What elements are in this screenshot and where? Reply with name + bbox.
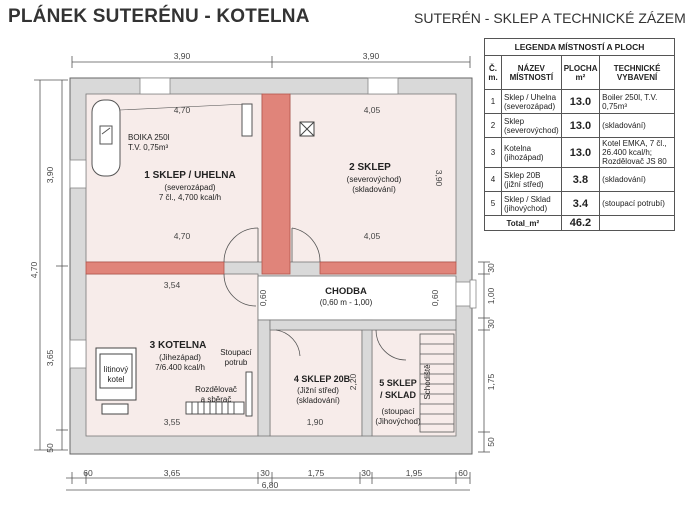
corridor-floor: [257, 275, 457, 321]
corridor-sub: (0,60 m - 1,00): [320, 298, 373, 307]
plan-title: PLÁNEK SUTERÉNU - KOTELNA: [8, 6, 310, 27]
dim-right-30: 30: [486, 263, 496, 273]
dim-b-195: 1,95: [406, 468, 423, 478]
room-5-name2: / SKLAD: [380, 390, 417, 400]
room-2-sub1: (severovýchod): [347, 175, 402, 184]
dim-top-right: 3,90: [363, 51, 380, 61]
stairs-label: Schodiště: [423, 364, 432, 400]
kotel-label-2: kotel: [108, 375, 125, 384]
room-5-floor: [371, 329, 457, 437]
dim-r4-bottom: 1,90: [307, 417, 324, 427]
legend-row: 3 Kotelna (jihozápad) 13.0 Kotel EMKA, 7…: [484, 137, 675, 168]
kotel-label-1: litinový: [104, 365, 128, 374]
legend-header-num: Č. m.: [484, 55, 502, 90]
distributor-label-1: Rozdělovač: [195, 385, 237, 394]
legend-caption: LEGENDA MÍSTNOSTÍ A PLOCH: [484, 38, 675, 56]
partition-walls: [257, 319, 457, 437]
dim-b-60b: 60: [458, 468, 468, 478]
bearing-walls: [85, 93, 457, 275]
legend-total-label: Total_m²: [484, 215, 562, 231]
dim-r2-height: 3,90: [434, 170, 444, 187]
room-5-sub1: (stoupací: [382, 407, 416, 416]
dim-corr-gap-right: 0,60: [430, 289, 440, 306]
dim-right-175: 1,75: [486, 373, 496, 390]
room-1-name: 1 SKLEP / UHELNA: [144, 170, 236, 181]
room-3-sub2: 7/6.400 kcal/h: [155, 363, 205, 372]
legend-header-equipment: TECHNICKÉ VYBAVENÍ: [599, 55, 675, 90]
dim-r1-bottom: 4,70: [174, 231, 191, 241]
dim-r2-bottom: 4,05: [364, 231, 381, 241]
legend-row: 4 Sklep 20B (jižní střed) 3.8 (skladován…: [484, 167, 675, 192]
boiler-icon: [91, 99, 253, 177]
dim-corridor: 3,54: [164, 280, 181, 290]
legend-total-row: Total_m² 46.2: [484, 215, 675, 231]
dim-r2-top: 4,05: [364, 105, 381, 115]
room-4-sub1: (Jižní střed): [297, 386, 339, 395]
room-4-name: 4 SKLEP 20B: [294, 374, 351, 384]
dim-r3-bottom: 3,55: [164, 417, 181, 427]
dim-left-upper: 3,90: [45, 166, 55, 183]
dim-b-30b: 30: [361, 468, 371, 478]
dim-b-60: 60: [83, 468, 93, 478]
legend-row: 5 Sklep / Sklad (jihovýchod) 3.4 (stoupa…: [484, 191, 675, 216]
plan-subtitle: SUTERÉN - SKLEP A TECHNICKÉ ZÁZEMÍ: [414, 10, 686, 26]
dim-b-total: 6,80: [262, 480, 279, 490]
room-1-sub2: 7 čl., 4,700 kcal/h: [159, 193, 221, 202]
room-3-name: 3 KOTELNA: [150, 340, 207, 351]
legend-row: 2 Sklep (severovýchod) 13.0 (skladování): [484, 113, 675, 138]
room-2-floor: [289, 93, 457, 263]
distributor-label-2: a sběrač: [201, 395, 232, 404]
legend-header-name: NÁZEV MÍSTNOSTÍ: [501, 55, 562, 90]
legend-row: 1 Sklep / Uhelna (severozápad) 13.0 Boil…: [484, 89, 675, 114]
room-3-sub1: (Jihezápad): [159, 353, 201, 362]
room-2-name: 2 SKLEP: [349, 162, 391, 173]
riser-label-1: Stoupací: [220, 348, 252, 357]
dim-r4-height: 2,20: [348, 373, 358, 390]
legend-table: LEGENDA MÍSTNOSTÍ A PLOCH Č. m. NÁZEV MÍ…: [484, 38, 675, 231]
dim-b-30: 30: [260, 468, 270, 478]
room-1-sub1: (severozápad): [164, 183, 215, 192]
windows: [69, 77, 477, 369]
legend-header-area: PLOCHA m²: [560, 55, 601, 90]
room-2-sub2: (skladování): [352, 185, 396, 194]
riser-label-2: potrub: [225, 358, 248, 367]
dim-left-total: 4,70: [29, 261, 39, 278]
legend-total-value: 46.2: [560, 215, 601, 231]
room-5-sub2: (Jihovýchod): [375, 417, 421, 426]
boiler-label-1: BOIKA 250l: [128, 133, 170, 142]
room-5-name: 5 SKLEP: [379, 378, 417, 388]
stairs-icon: [419, 333, 455, 433]
dim-corr-gap-left: 0,60: [258, 289, 268, 306]
dim-right-100: 1,00: [486, 287, 496, 304]
dim-right-50: 50: [486, 437, 496, 447]
dim-top-left: 3,90: [174, 51, 191, 61]
dim-right-30b: 30: [486, 319, 496, 329]
room-4-floor: [269, 329, 363, 437]
dim-left-bot: 50: [45, 443, 55, 453]
vent-icon: [299, 121, 315, 137]
room-4-sub2: (skladování): [296, 396, 340, 405]
boiler-label-2: T.V. 0,75m³: [128, 143, 169, 152]
corridor-name: CHODBA: [325, 286, 367, 297]
dim-b-175: 1,75: [308, 468, 325, 478]
dim-b-365: 3,65: [164, 468, 181, 478]
dim-left-lower: 3,65: [45, 349, 55, 366]
kotel-icon: [95, 347, 137, 415]
distributor-icon: [185, 371, 253, 417]
dim-r1-top: 4,70: [174, 105, 191, 115]
doors: [223, 227, 407, 361]
